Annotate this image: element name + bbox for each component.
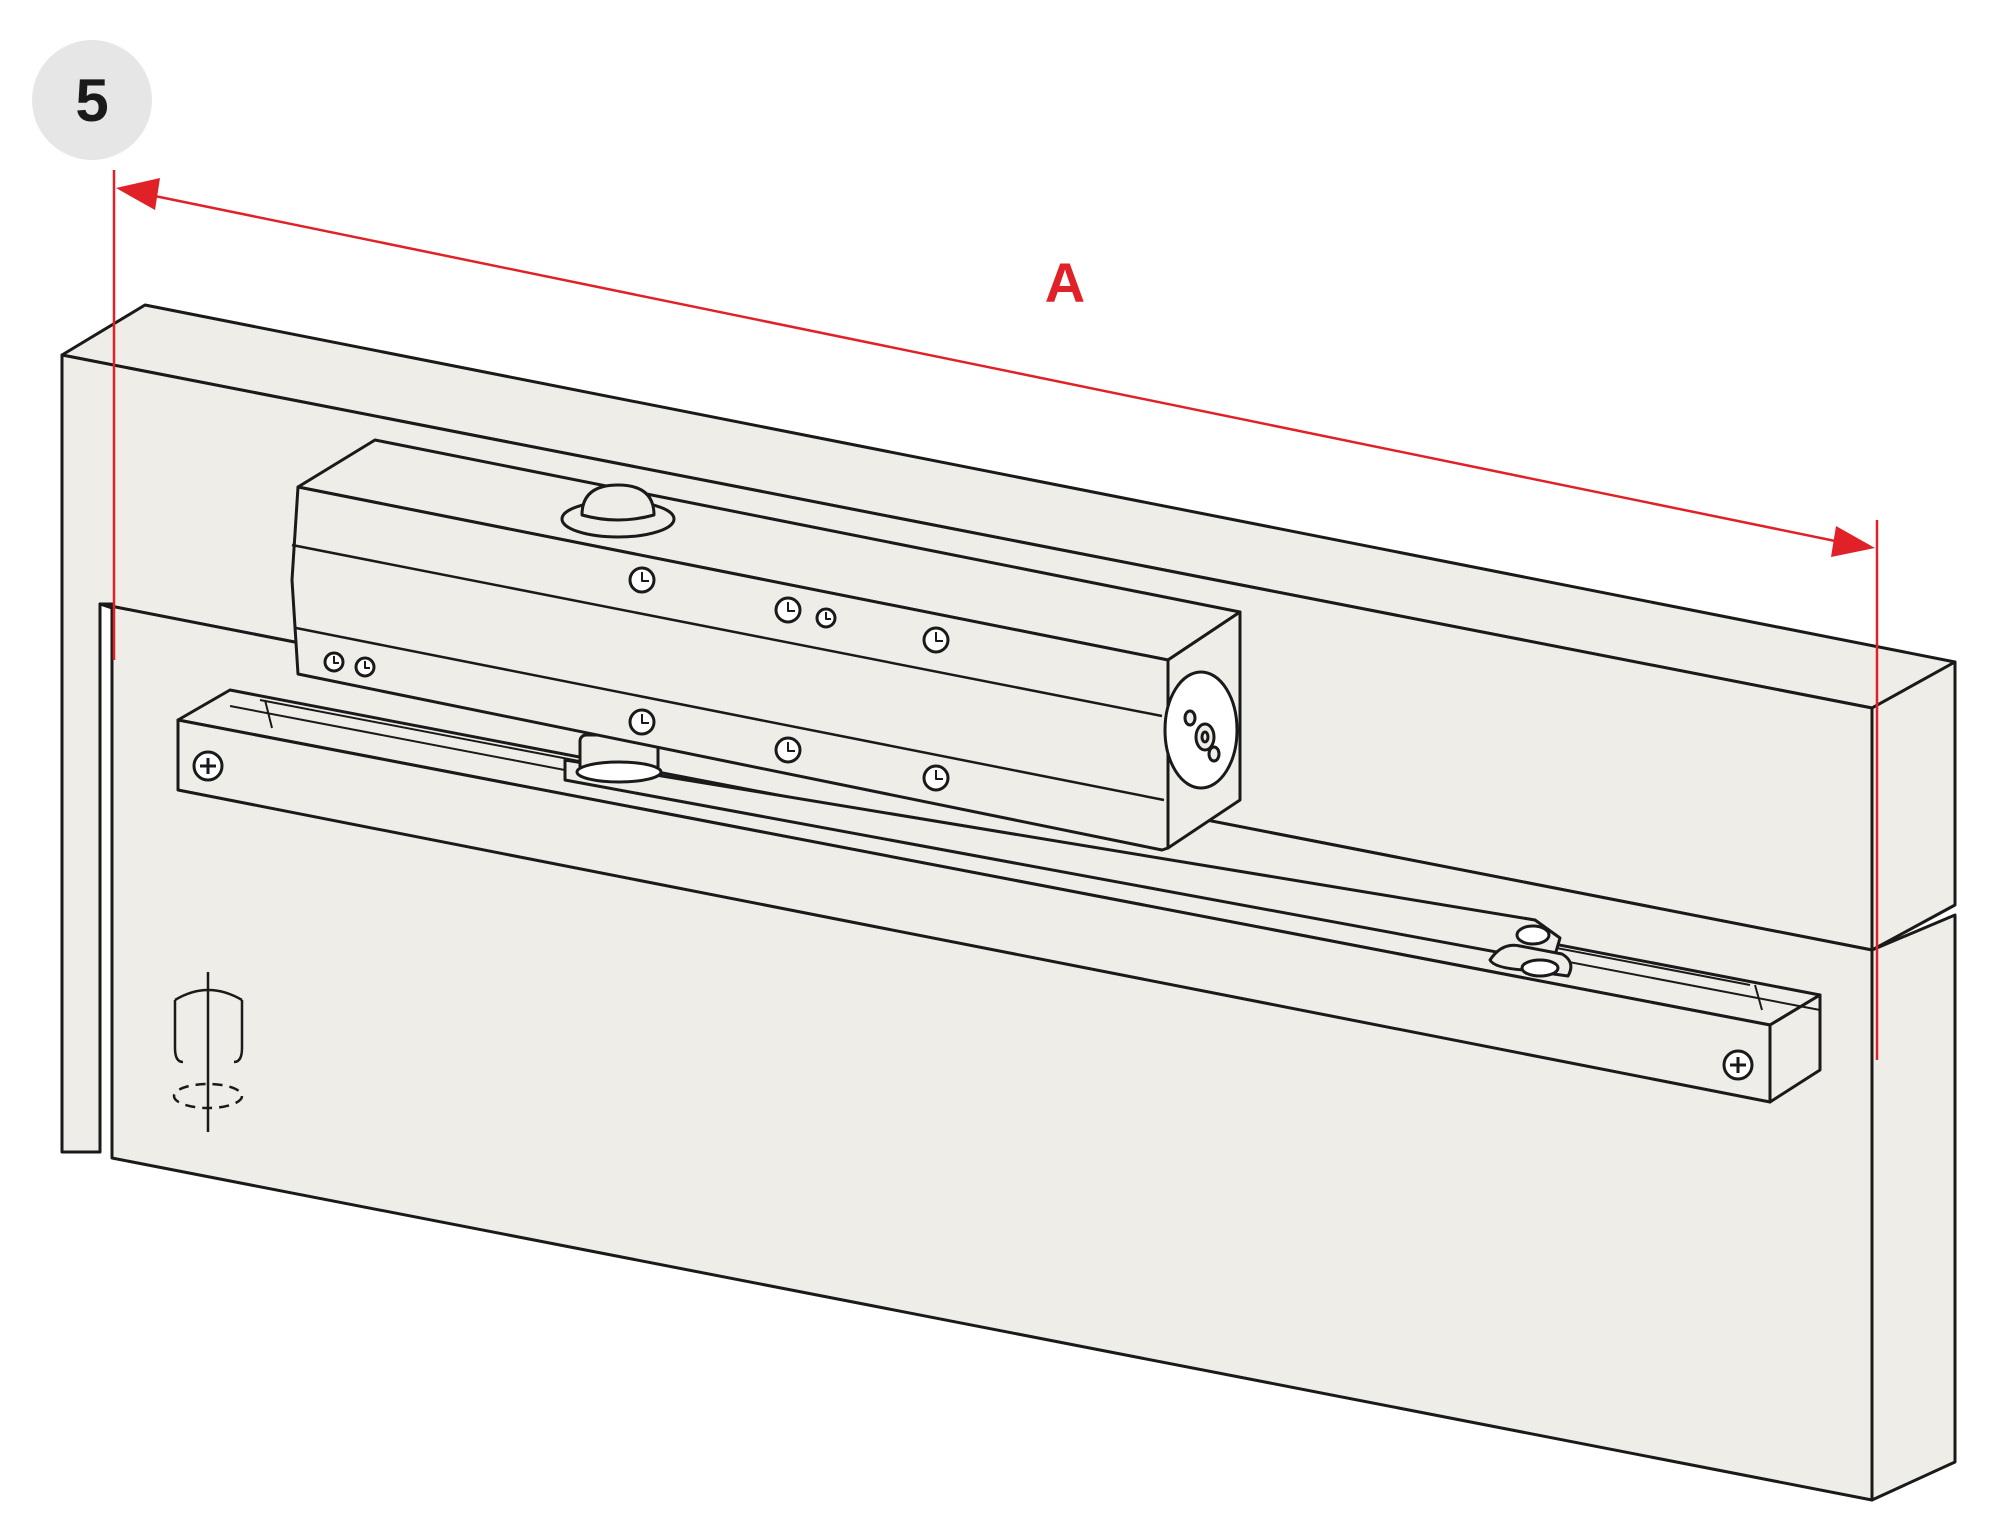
rail-screw-right bbox=[1722, 1049, 1754, 1081]
top-adjust-button bbox=[560, 483, 676, 539]
dimension-label: A bbox=[1044, 251, 1086, 314]
door-hinge-icon bbox=[172, 972, 244, 1132]
arrow-left-icon bbox=[116, 178, 160, 210]
closer-arm bbox=[563, 758, 1573, 978]
arm-pivot bbox=[1515, 924, 1551, 946]
mounting-holes bbox=[323, 566, 950, 792]
door-closer-body bbox=[290, 438, 1242, 852]
door-edge-face bbox=[1870, 913, 1957, 1502]
frame-end-face bbox=[1870, 660, 1957, 952]
arrow-right-icon bbox=[1831, 526, 1875, 557]
rail-end-cap bbox=[1768, 993, 1822, 1104]
dimension-line bbox=[144, 192, 1846, 545]
dimension-a bbox=[112, 170, 1879, 1060]
rail-screw-left bbox=[192, 750, 224, 782]
step-badge: 5 bbox=[32, 40, 152, 160]
